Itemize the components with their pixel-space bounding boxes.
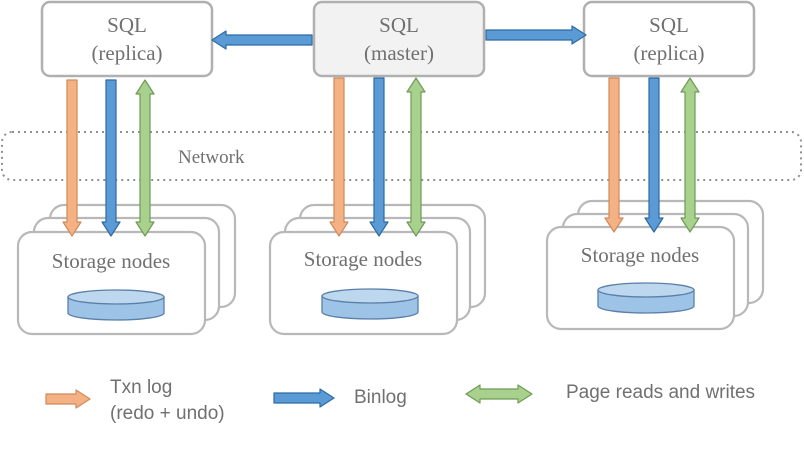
sql-replica-left[interactable]: SQL (replica) (40, 0, 214, 78)
legend-page-rw-label: Page reads and writes (566, 382, 755, 403)
storage-stack-center[interactable]: Storage nodes (268, 203, 487, 336)
sql-replica-right[interactable]: SQL (replica) (582, 0, 756, 78)
storage-nodes-center-label: Storage nodes (304, 247, 422, 271)
sql-replica-right-role: (replica) (633, 41, 704, 65)
txn-log-arrow (329, 77, 349, 237)
binlog-arrow-to-left-replica (211, 30, 313, 50)
txn-log-arrow (604, 77, 624, 233)
txn-log-arrow (62, 79, 82, 237)
legend: Txn log (redo + undo) Binlog Page reads … (45, 377, 755, 424)
master-replication-arrows (211, 25, 587, 50)
sql-replica-left-role: (replica) (91, 41, 162, 65)
sql-replica-right-title: SQL (649, 13, 689, 37)
binlog-arrow (101, 79, 121, 237)
binlog-arrow (369, 77, 389, 237)
disk-icon (321, 288, 419, 320)
sql-storage-arrows (62, 77, 700, 237)
legend-binlog-arrow (273, 388, 335, 408)
legend-txn-log-label: Txn log (110, 377, 172, 398)
sql-master[interactable]: SQL (master) (312, 0, 486, 78)
page-rw-arrow (680, 77, 700, 233)
binlog-arrow-to-right-replica (485, 25, 587, 45)
network-region: Network (1, 131, 802, 181)
network-label: Network (178, 147, 245, 168)
page-rw-arrow (135, 79, 155, 237)
page-rw-arrow (406, 77, 426, 237)
disk-icon (67, 289, 165, 321)
legend-txn-log-arrow (45, 389, 91, 409)
storage-stack-left[interactable]: Storage nodes (16, 203, 237, 336)
legend-page-rw-arrow (465, 384, 533, 404)
storage-nodes-left-label: Storage nodes (52, 249, 170, 273)
storage-stack-right[interactable]: Storage nodes (545, 199, 765, 331)
disk-icon (597, 282, 695, 314)
storage-nodes-right-label: Storage nodes (581, 243, 699, 267)
legend-arrow-samples (45, 384, 533, 409)
sql-master-title: SQL (379, 13, 419, 37)
sql-master-role: (master) (364, 41, 434, 65)
sql-replica-left-title: SQL (107, 13, 147, 37)
legend-txn-log-sublabel: (redo + undo) (110, 403, 225, 424)
binlog-arrow (644, 77, 664, 233)
legend-binlog-label: Binlog (354, 387, 407, 408)
